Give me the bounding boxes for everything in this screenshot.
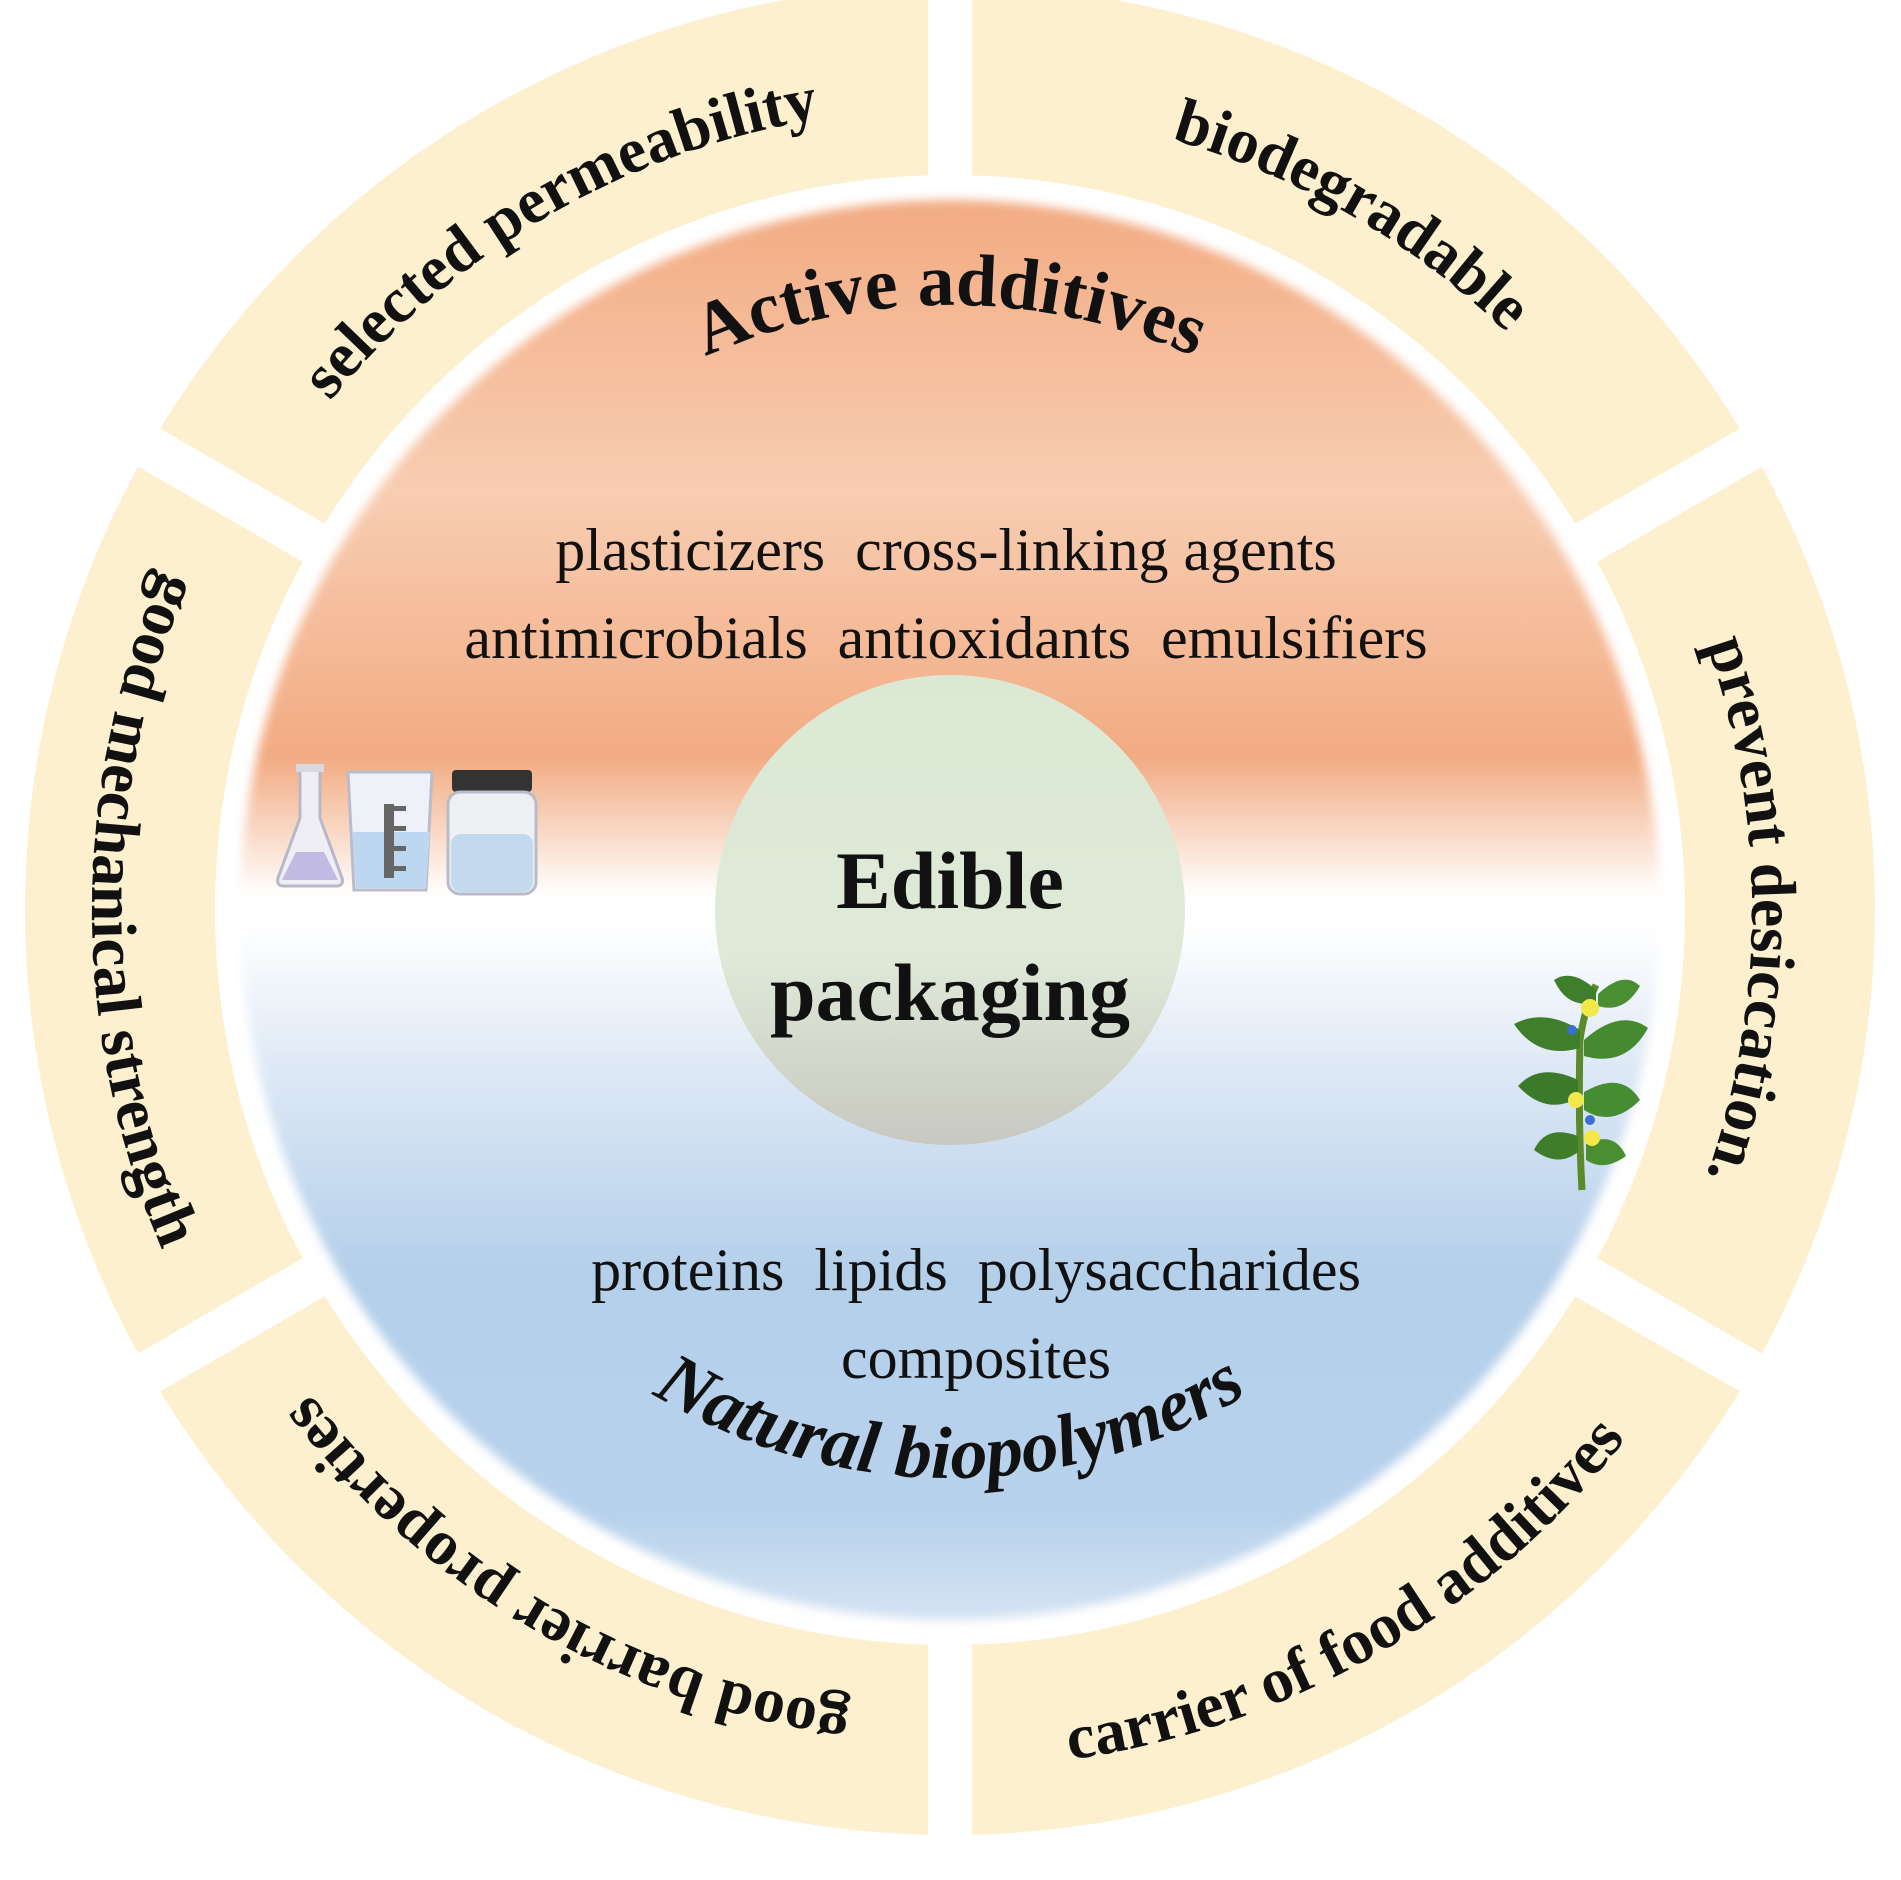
- plant-sprig-icon: [1514, 975, 1648, 1191]
- lab-glassware-icon: [276, 764, 538, 896]
- ring-segment-prevent-desiccation: [1597, 466, 1876, 1354]
- jar-icon: [446, 770, 538, 896]
- center-title-line-1: Edible: [836, 835, 1064, 926]
- biopolymers-line-1: proteins lipids polysaccharides: [591, 1237, 1361, 1303]
- flask-icon: [276, 764, 344, 888]
- ring-segment-biodegradable: [972, 0, 1740, 524]
- outer-ring: [24, 0, 1876, 1835]
- center-title-line-2: packaging: [770, 947, 1130, 1038]
- ring-segment-carrier-of-food-additives: [972, 1296, 1740, 1835]
- center-circle: [715, 675, 1185, 1145]
- ring-segment-selected-permeability: [160, 0, 928, 524]
- additives-line-1: plasticizers cross-linking agents: [555, 517, 1336, 583]
- additives-line-2: antimicrobials antioxidants emulsifiers: [464, 605, 1427, 671]
- biopolymers-line-2: composites: [841, 1325, 1111, 1391]
- active-additives-half: [240, 200, 1660, 896]
- beaker-icon: [346, 770, 434, 892]
- natural-biopolymers-half: [240, 924, 1660, 1620]
- ring-segment-good-barrier-properties: [160, 1296, 928, 1835]
- ring-segment-good-mechanical-strength: [24, 466, 303, 1354]
